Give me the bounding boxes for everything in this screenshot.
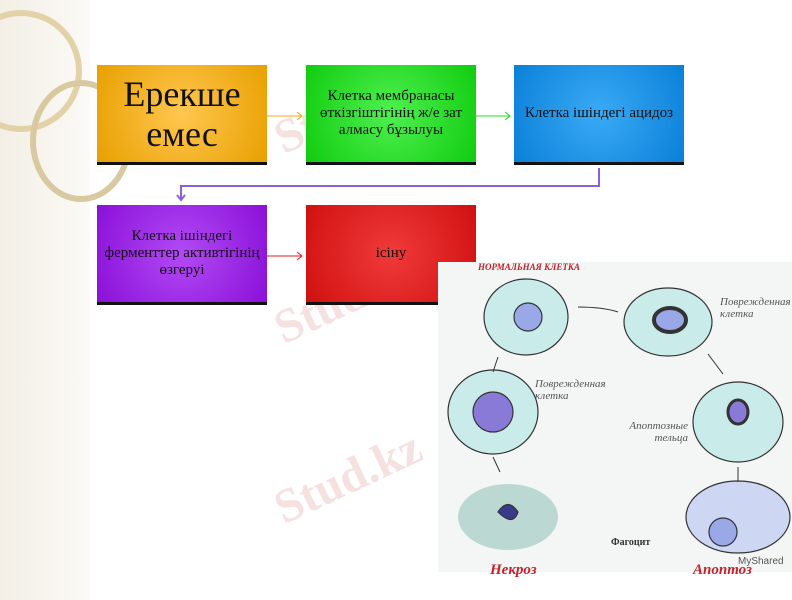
box-text: Ерекше емес xyxy=(123,73,241,154)
arrow-1-2 xyxy=(267,111,303,121)
box-nonspecific: Ерекше емес xyxy=(97,65,267,165)
box-acidosis: Клетка ішіндегі ацидоз xyxy=(514,65,684,165)
arrow-2-3 xyxy=(475,111,511,121)
arrow-3-4 xyxy=(176,168,600,202)
box-enzymes: Клетка ішіндегі ферменттер активтігінің … xyxy=(97,205,267,305)
phagocyte-cell xyxy=(685,480,791,554)
box-text: Клетка ішіндегі ацидоз xyxy=(524,105,674,121)
box-text: ісіну xyxy=(375,245,407,261)
apoptotic-bodies-label: Апоптозные тельца xyxy=(629,420,688,444)
arrow-4-5 xyxy=(267,251,303,261)
necrosis-label: Некроз xyxy=(490,562,537,578)
phagocyte-label: Фагоцит xyxy=(611,537,651,548)
cell-death-figure: НОРМАЛЬНАЯ КЛЕТКА Поврежденная клетка По… xyxy=(438,262,792,578)
normal-cell-label: НОРМАЛЬНАЯ КЛЕТКА xyxy=(478,262,580,272)
damaged-cell-label: Поврежденная клетка xyxy=(720,296,791,320)
box-text: Клетка мембранасы өткізгіштігінің ж/е за… xyxy=(319,88,462,138)
myshared-credit: MyShared xyxy=(738,556,784,567)
box-membrane: Клетка мембранасы өткізгіштігінің ж/е за… xyxy=(306,65,476,165)
box-text: Клетка ішіндегі ферменттер активтігінің … xyxy=(104,228,260,278)
damaged-cell-label: Поврежденная клетка xyxy=(535,378,606,402)
apoptosis-label: Апоптоз xyxy=(693,562,752,578)
